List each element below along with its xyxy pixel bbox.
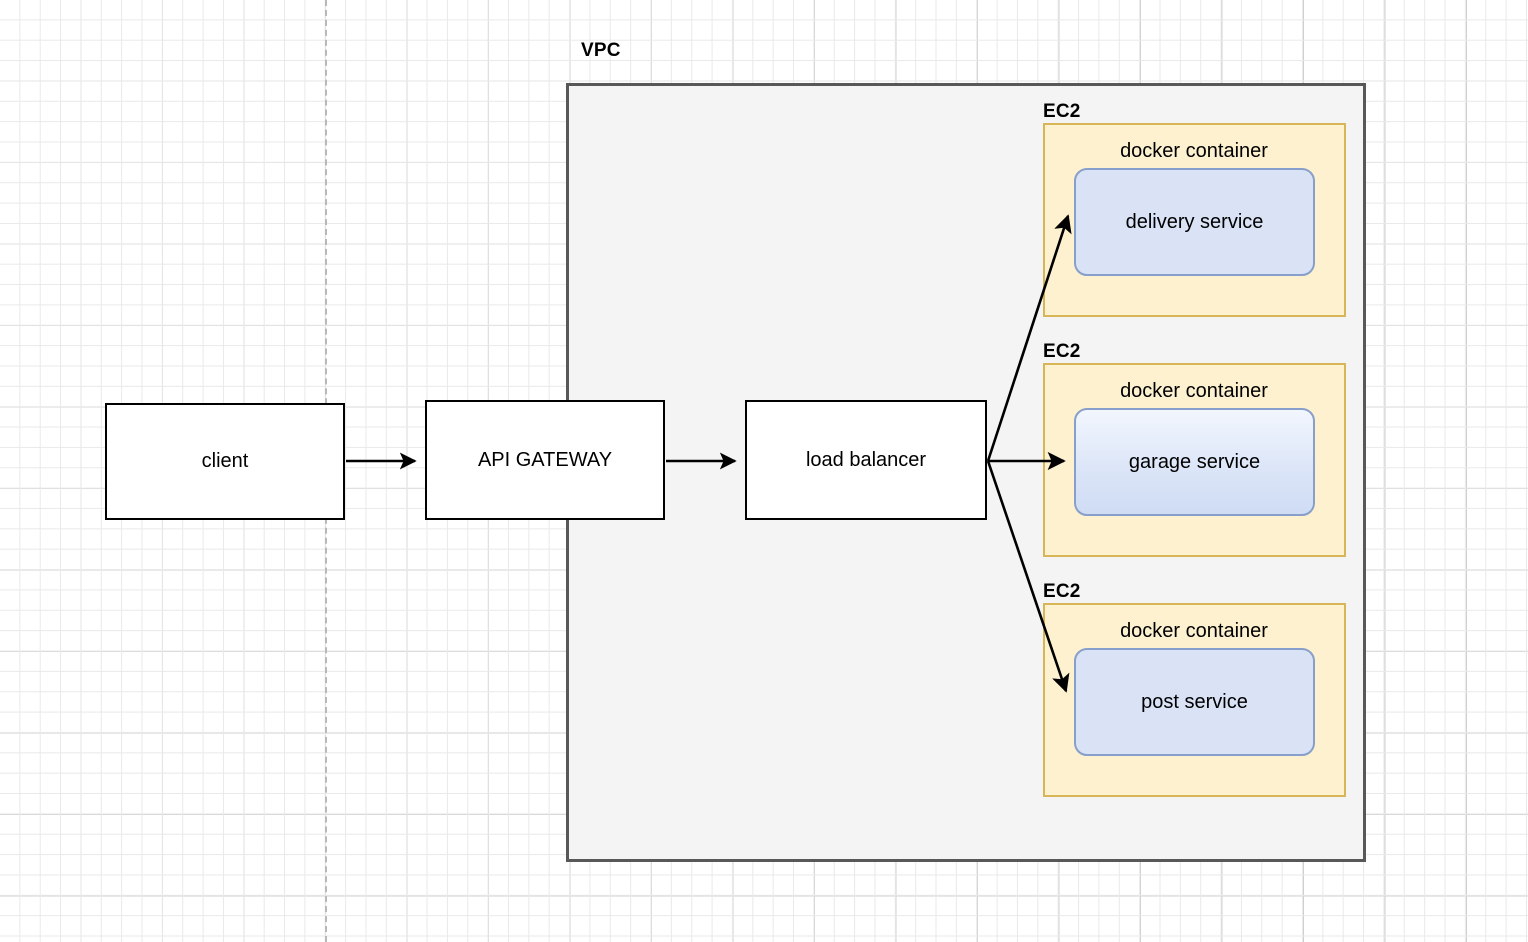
group-vpc-label: VPC [581, 40, 621, 61]
docker-container-label-1: docker container [1120, 140, 1268, 162]
node-api-gateway[interactable]: API GATEWAY [425, 400, 665, 520]
docker-container-label-2: docker container [1120, 380, 1268, 402]
docker-container-label-3: docker container [1120, 620, 1268, 642]
node-client[interactable]: client [105, 403, 345, 520]
node-delivery-service[interactable]: delivery service [1074, 168, 1315, 276]
group-ec2-1-label: EC2 [1043, 101, 1081, 122]
group-ec2-2-label: EC2 [1043, 341, 1081, 362]
node-load-balancer[interactable]: load balancer [745, 400, 987, 520]
group-ec2-3-label: EC2 [1043, 581, 1081, 602]
node-garage-service[interactable]: garage service [1074, 408, 1315, 516]
node-post-service[interactable]: post service [1074, 648, 1315, 756]
